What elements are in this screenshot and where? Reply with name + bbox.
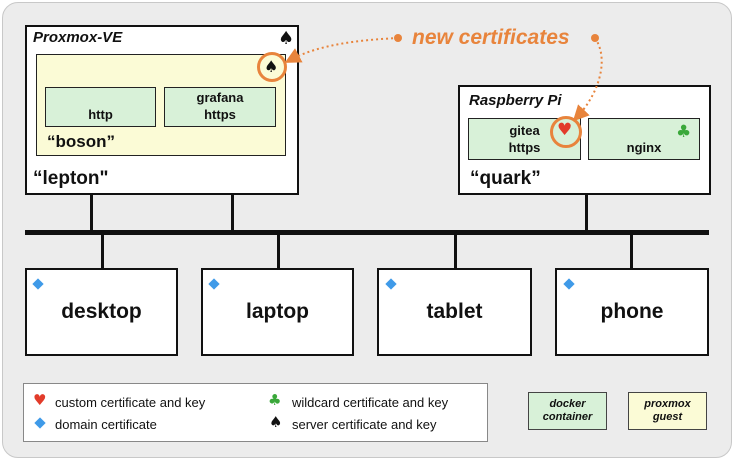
container-line: nginx bbox=[626, 140, 662, 155]
key-line: container bbox=[542, 411, 593, 423]
laptop-link bbox=[277, 233, 280, 270]
proxmox-host-title: Proxmox-VE bbox=[33, 29, 123, 46]
legend-label: server certificate and key bbox=[292, 417, 437, 432]
new-certificates-label: new certificates bbox=[412, 26, 570, 49]
legend-label: domain certificate bbox=[55, 417, 157, 432]
new-cert-highlight-circle bbox=[257, 52, 287, 82]
legend bbox=[23, 383, 488, 442]
network-bus bbox=[25, 230, 709, 235]
club-icon: ♣ bbox=[676, 122, 692, 142]
quark-host-name: “quark” bbox=[470, 168, 541, 189]
key-line: docker bbox=[549, 398, 586, 410]
quark-uplink bbox=[585, 193, 588, 232]
heart-icon: ♥ bbox=[33, 391, 47, 409]
lepton-host-name: “lepton" bbox=[33, 168, 109, 189]
tablet-box: tablet bbox=[377, 268, 532, 356]
legend-label: custom certificate and key bbox=[55, 395, 206, 410]
lepton-uplink bbox=[90, 193, 93, 232]
legend-label: wildcard certificate and key bbox=[292, 395, 449, 410]
spade-icon: ♠ bbox=[278, 28, 295, 49]
desktop-box: desktop bbox=[25, 268, 178, 356]
spade-icon: ♠ bbox=[269, 413, 283, 431]
key-line: proxmox bbox=[644, 398, 691, 410]
phone-link bbox=[630, 233, 633, 270]
raspberry-host-title: Raspberry Pi bbox=[469, 92, 562, 109]
boson-guest-name: “boson” bbox=[47, 132, 115, 151]
new-cert-highlight-circle bbox=[550, 116, 582, 148]
tablet-link bbox=[454, 233, 457, 270]
laptop-box: laptop bbox=[201, 268, 354, 356]
grafana-container: grafana https bbox=[164, 87, 276, 127]
container-line: grafana bbox=[196, 90, 244, 105]
container-line: https bbox=[204, 107, 236, 122]
docker-container-key: docker container bbox=[528, 392, 607, 430]
container-line: gitea bbox=[509, 123, 540, 138]
heart-icon: ♥ bbox=[557, 120, 573, 140]
container-line: https bbox=[508, 140, 541, 155]
client-label: phone bbox=[600, 300, 664, 323]
client-label: tablet bbox=[426, 300, 483, 323]
container-line: http bbox=[88, 107, 113, 122]
desktop-link bbox=[101, 233, 104, 270]
client-label: desktop bbox=[61, 300, 142, 323]
http-container: http bbox=[45, 87, 156, 127]
key-line: guest bbox=[652, 411, 683, 423]
client-label: laptop bbox=[246, 300, 309, 323]
proxmox-guest-key: proxmox guest bbox=[628, 392, 707, 430]
club-icon: ♣ bbox=[268, 391, 282, 409]
spade-icon: ♠ bbox=[264, 57, 279, 76]
nginx-container: nginx bbox=[588, 118, 700, 160]
phone-box: phone bbox=[555, 268, 709, 356]
